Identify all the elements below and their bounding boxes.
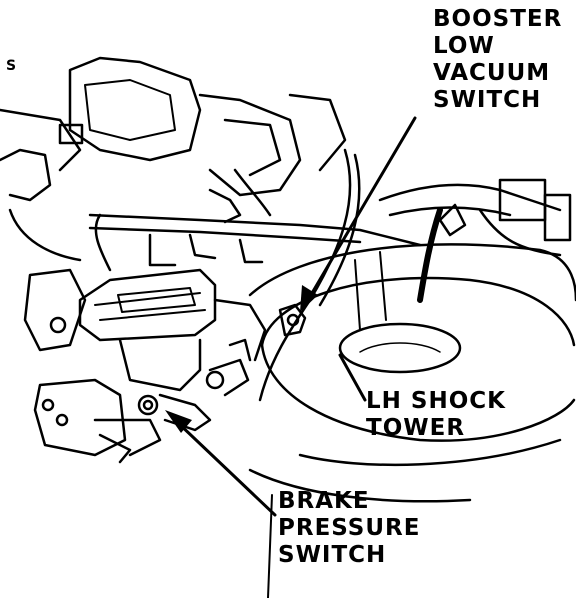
- brake-pressure-switch-label: BRAKE PRESSURE SWITCH: [278, 488, 420, 569]
- booster-low-vacuum-switch-label: BOOSTER LOW VACUUM SWITCH: [433, 6, 562, 114]
- shock-tower-oval: [338, 322, 462, 374]
- booster-label-line-1: BOOSTER: [433, 6, 563, 32]
- upper-components: [0, 56, 347, 262]
- wiring-harness: [378, 178, 572, 303]
- booster-label-line-3: VACUUM: [433, 60, 551, 86]
- booster-label-line-4: SWITCH: [433, 87, 542, 113]
- brake-label-line-2: PRESSURE: [278, 515, 421, 541]
- shock-label-line-1: LH SHOCK: [366, 388, 506, 414]
- brake-label-line-1: BRAKE: [278, 488, 370, 514]
- shock-label-line-2: TOWER: [366, 415, 466, 441]
- master-cylinder: [78, 268, 267, 392]
- brake-label-line-3: SWITCH: [278, 542, 387, 568]
- leader-arrows: [165, 116, 417, 598]
- lh-shock-tower-label: LH SHOCK TOWER: [366, 388, 506, 442]
- booster-label-line-2: LOW: [433, 33, 495, 59]
- booster-low-vacuum-switch: [278, 303, 307, 337]
- corner-mark-icon: S: [6, 58, 17, 74]
- booster-housing: [248, 243, 576, 503]
- brake-lines: [88, 148, 422, 402]
- left-bracket: [23, 268, 162, 464]
